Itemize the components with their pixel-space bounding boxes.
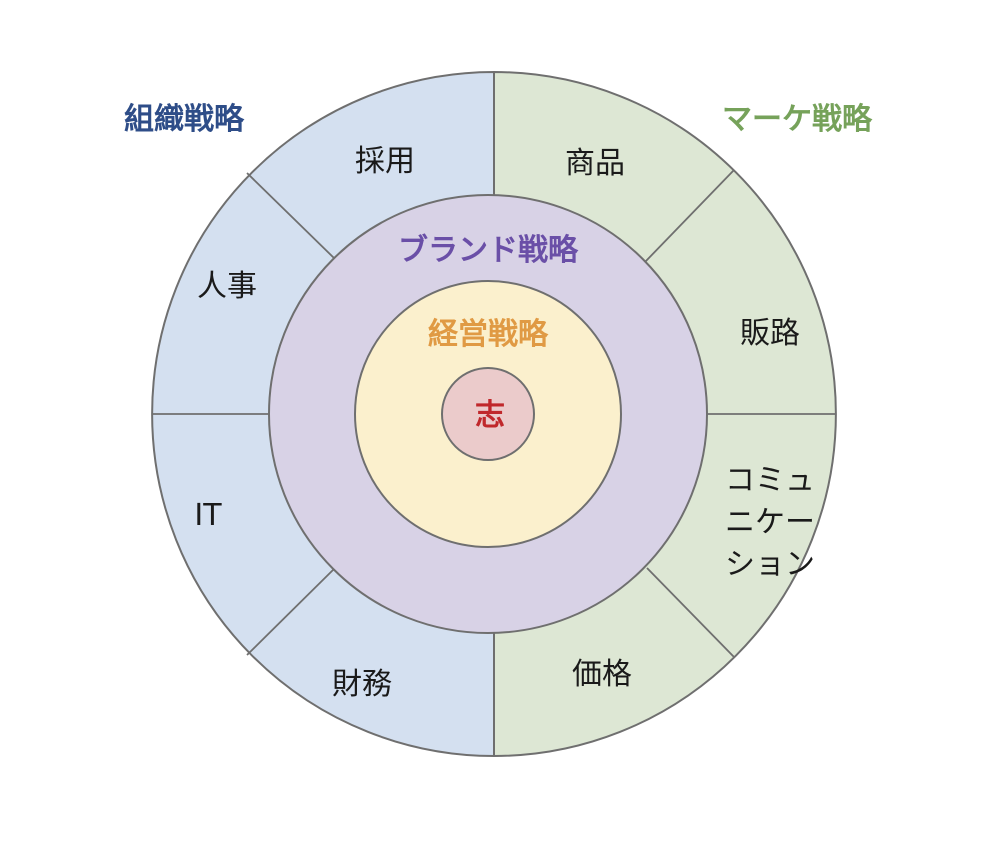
segment-channel: 販路 (740, 316, 800, 351)
segment-product: 商品 (565, 146, 625, 181)
divider-upper-left (246, 172, 336, 260)
marketing-heading: マーケ戦略 (722, 102, 873, 137)
organization-heading: 組織戦略 (124, 102, 245, 137)
divider-lower-left (246, 567, 336, 656)
segment-hr: 人事 (197, 269, 257, 304)
segment-communication-line2: ニケー (725, 505, 815, 540)
segment-price: 価格 (572, 657, 632, 692)
divider-upper-right (644, 169, 735, 263)
core-circle (441, 367, 535, 461)
segment-finance: 財務 (332, 667, 392, 702)
management-label: 経営戦略 (428, 317, 549, 352)
segment-dividers (152, 72, 836, 756)
segment-communication-line3: ション (725, 547, 815, 582)
segment-it: IT (194, 498, 222, 533)
segment-communication-line1: コミュ (725, 463, 815, 498)
core-label: 志 (475, 398, 505, 433)
segment-hiring: 採用 (355, 144, 415, 179)
divider-lower-right (646, 567, 735, 658)
brand-label: ブランド戦略 (398, 233, 579, 268)
